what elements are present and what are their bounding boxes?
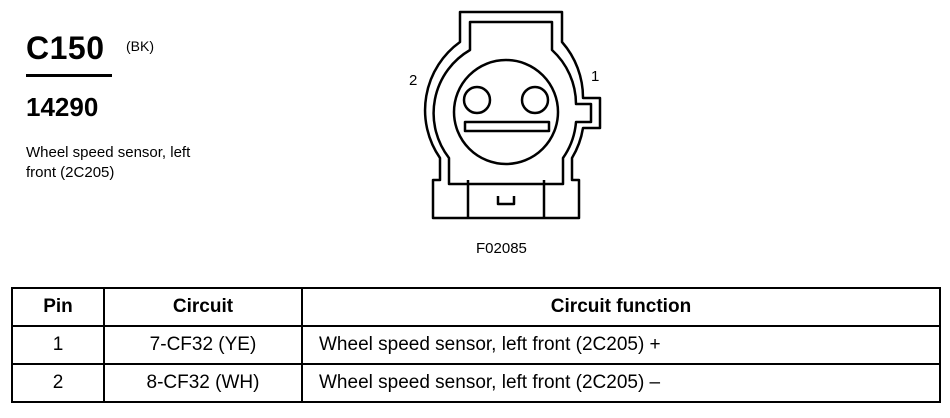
connector-inner-shell (432, 20, 593, 186)
cell-pin: 1 (11, 325, 105, 365)
cell-circuit: 7-CF32 (YE) (103, 325, 303, 365)
connector-housing-outline (423, 10, 602, 220)
connector-description: Wheel speed sensor, left front (2C205) (26, 144, 191, 181)
pin-callout-1: 1 (591, 68, 600, 85)
connector-pin-cavity-1 (520, 85, 550, 115)
connector-color-code: (BK) (126, 38, 154, 54)
cell-pin: 2 (11, 363, 105, 403)
connector-id-rule (26, 74, 112, 77)
connector-id: C150 (26, 30, 105, 66)
header-circuit-function: Circuit function (301, 287, 941, 327)
pinout-header-row: Pin Circuit Circuit function (11, 287, 941, 327)
cell-circuit: 8-CF32 (WH) (103, 363, 303, 403)
connector-keyway (463, 120, 551, 133)
cell-circuit-function: Wheel speed sensor, left front (2C205) + (301, 325, 941, 365)
connector-latch (496, 196, 516, 206)
cell-circuit-function: Wheel speed sensor, left front (2C205) – (301, 363, 941, 403)
pin-callout-2: 2 (409, 72, 418, 89)
table-row: 2 8-CF32 (WH) Wheel speed sensor, left f… (11, 363, 941, 403)
part-number: 14290 (26, 92, 99, 122)
connector-face-diagram (423, 10, 602, 220)
pinout-table: Pin Circuit Circuit function 1 7-CF32 (Y… (11, 287, 941, 403)
header-circuit: Circuit (103, 287, 303, 327)
figure-code: F02085 (476, 240, 527, 257)
connector-mating-face (452, 58, 560, 166)
header-pin: Pin (11, 287, 105, 327)
connector-pin-cavity-2 (462, 85, 492, 115)
table-row: 1 7-CF32 (YE) Wheel speed sensor, left f… (11, 325, 941, 365)
